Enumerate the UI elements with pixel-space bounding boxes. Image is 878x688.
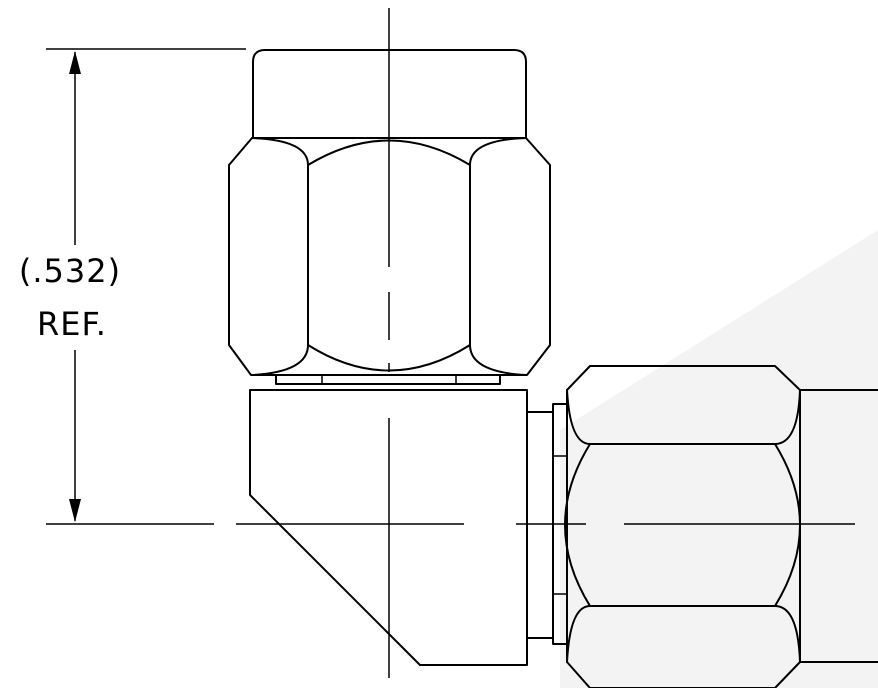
dimension-arrow-up-icon xyxy=(69,51,81,74)
top-hex-right-flat xyxy=(469,137,527,376)
watermark xyxy=(560,230,878,688)
dimension-arrow-down-icon xyxy=(69,499,81,522)
dimension-value: (.532) xyxy=(19,252,121,290)
dimension-note: REF. xyxy=(37,305,107,343)
right-tube xyxy=(799,389,878,663)
right-hex-center-left-arc xyxy=(564,443,591,607)
top-hex-left-flat xyxy=(251,137,309,376)
top-washer xyxy=(275,374,501,385)
right-hex-center-right-arc xyxy=(774,443,801,607)
dimension-annotation: (.532) REF. xyxy=(19,48,246,522)
right-nut xyxy=(564,365,878,688)
centerlines xyxy=(46,8,855,678)
elbow-body xyxy=(249,389,528,666)
right-hex-bottom-flat xyxy=(566,605,801,663)
right-hex-top-flat xyxy=(566,389,801,445)
